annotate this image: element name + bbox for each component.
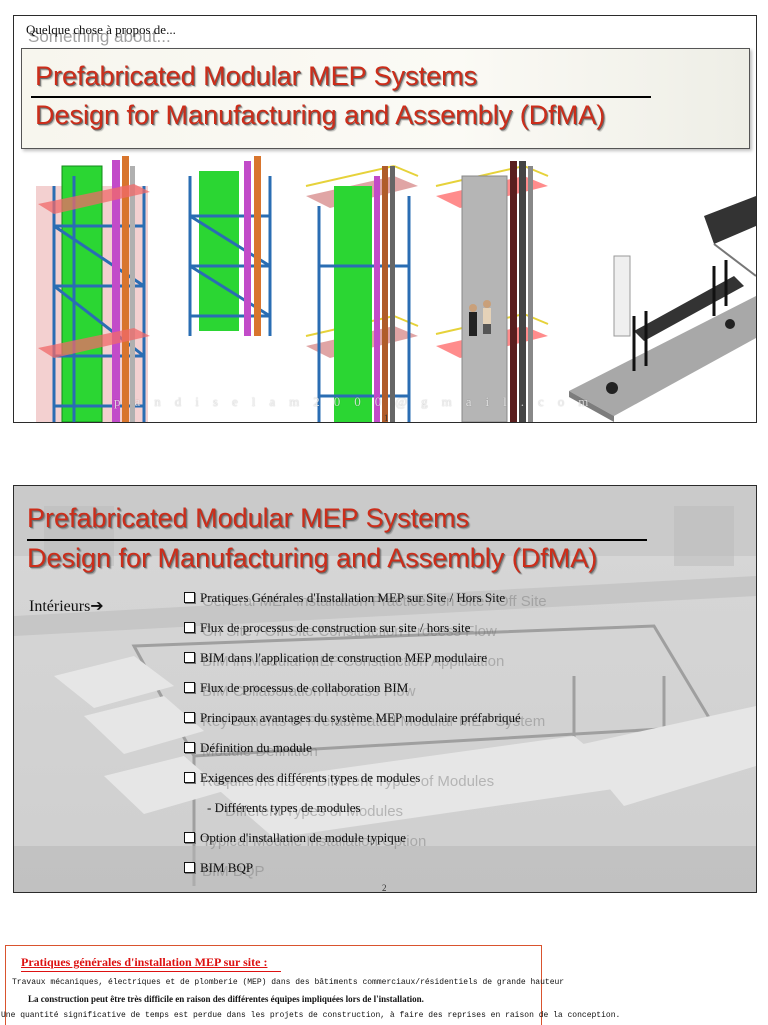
agenda-subitem: - Different Types of Modules- Différents… (184, 800, 744, 830)
slide-kicker-english: Something about... (28, 27, 171, 46)
agenda-item: BIM in Modular MEP Construction Applicat… (184, 650, 744, 680)
page-number: 1 (384, 413, 389, 423)
factory-background-photo (14, 486, 756, 892)
riser-module-3 (305, 165, 419, 422)
page-3-line-3: Une quantité significative de temps est … (1, 1011, 621, 1020)
agenda-item: On Site / Off Site Construction Process … (184, 620, 744, 650)
agenda-item-label: Principaux avantages du système MEP modu… (200, 710, 521, 725)
title-divider (31, 96, 651, 98)
slide-2: Prefabricated Modular MEP Systems Design… (13, 485, 757, 893)
page-3-frame: Pratiques générales d'installation MEP s… (5, 945, 542, 1025)
checkbox-bullet-icon (184, 622, 195, 633)
title-box: Prefabricated Modular MEP Systems Design… (21, 48, 750, 149)
page-3-line-2: La construction peut être très difficile… (28, 994, 424, 1004)
agenda-item-label: Exigences des différents types de module… (200, 770, 421, 785)
agenda-item-label: Flux de processus de collaboration BIM (200, 680, 409, 695)
worker-figure-1 (469, 304, 477, 336)
section-label: Intérieurs➔ (29, 598, 104, 615)
mep-riser-illustration (36, 156, 756, 422)
agenda-item-label: Pratiques Générales d'Installation MEP s… (200, 590, 506, 605)
riser-module-4 (435, 161, 549, 422)
checkbox-bullet-icon (184, 742, 195, 753)
slide2-title-line-1: Prefabricated Modular MEP Systems (27, 503, 470, 533)
page-3-heading: Pratiques générales d'installation MEP s… (21, 955, 268, 969)
agenda-item-label: - Différents types de modules (207, 800, 361, 815)
checkbox-bullet-icon (184, 862, 195, 873)
agenda-item-label: BIM dans l'application de construction M… (200, 650, 488, 665)
checkbox-bullet-icon (184, 682, 195, 693)
slide-1: Something about... Quelque chose à propo… (13, 15, 757, 423)
checkbox-bullet-icon (184, 832, 195, 843)
title-line-1: Prefabricated Modular MEP Systems (35, 61, 478, 91)
agenda-item-label: Flux de processus de construction sur si… (200, 620, 471, 635)
riser-module-1 (36, 156, 150, 422)
slide2-title-divider (27, 539, 647, 541)
title-line-2: Design for Manufacturing and Assembly (D… (35, 100, 606, 130)
page-3-line-1: Travaux mécaniques, électriques et de pl… (12, 978, 565, 987)
agenda-item: Key Benefits of Prefabricated Modular ME… (184, 710, 744, 740)
agenda-list: General MEP Installation Practices on Si… (184, 590, 744, 890)
agenda-item: General MEP Installation Practices on Si… (184, 590, 744, 620)
heading-underline (21, 971, 281, 972)
checkbox-bullet-icon (184, 772, 195, 783)
agenda-item: Requirements of Different Types of Modul… (184, 770, 744, 800)
watermark: pandiselam2000@gmail.com (114, 394, 603, 409)
checkbox-bullet-icon (184, 592, 195, 603)
agenda-item-label: Option d'installation de module typique (200, 830, 406, 845)
riser-module-2 (188, 156, 272, 336)
worker-figure-2 (483, 300, 491, 334)
agenda-item-label: BIM BQP (200, 860, 254, 875)
slide2-title-line-2: Design for Manufacturing and Assembly (D… (27, 543, 598, 573)
agenda-item-label: Définition du module (200, 740, 312, 755)
transport-module (569, 196, 756, 422)
page-number: 2 (382, 883, 387, 893)
checkbox-bullet-icon (184, 712, 195, 723)
checkbox-bullet-icon (184, 652, 195, 663)
slide-kicker-french: Quelque chose à propos de... (26, 22, 176, 37)
